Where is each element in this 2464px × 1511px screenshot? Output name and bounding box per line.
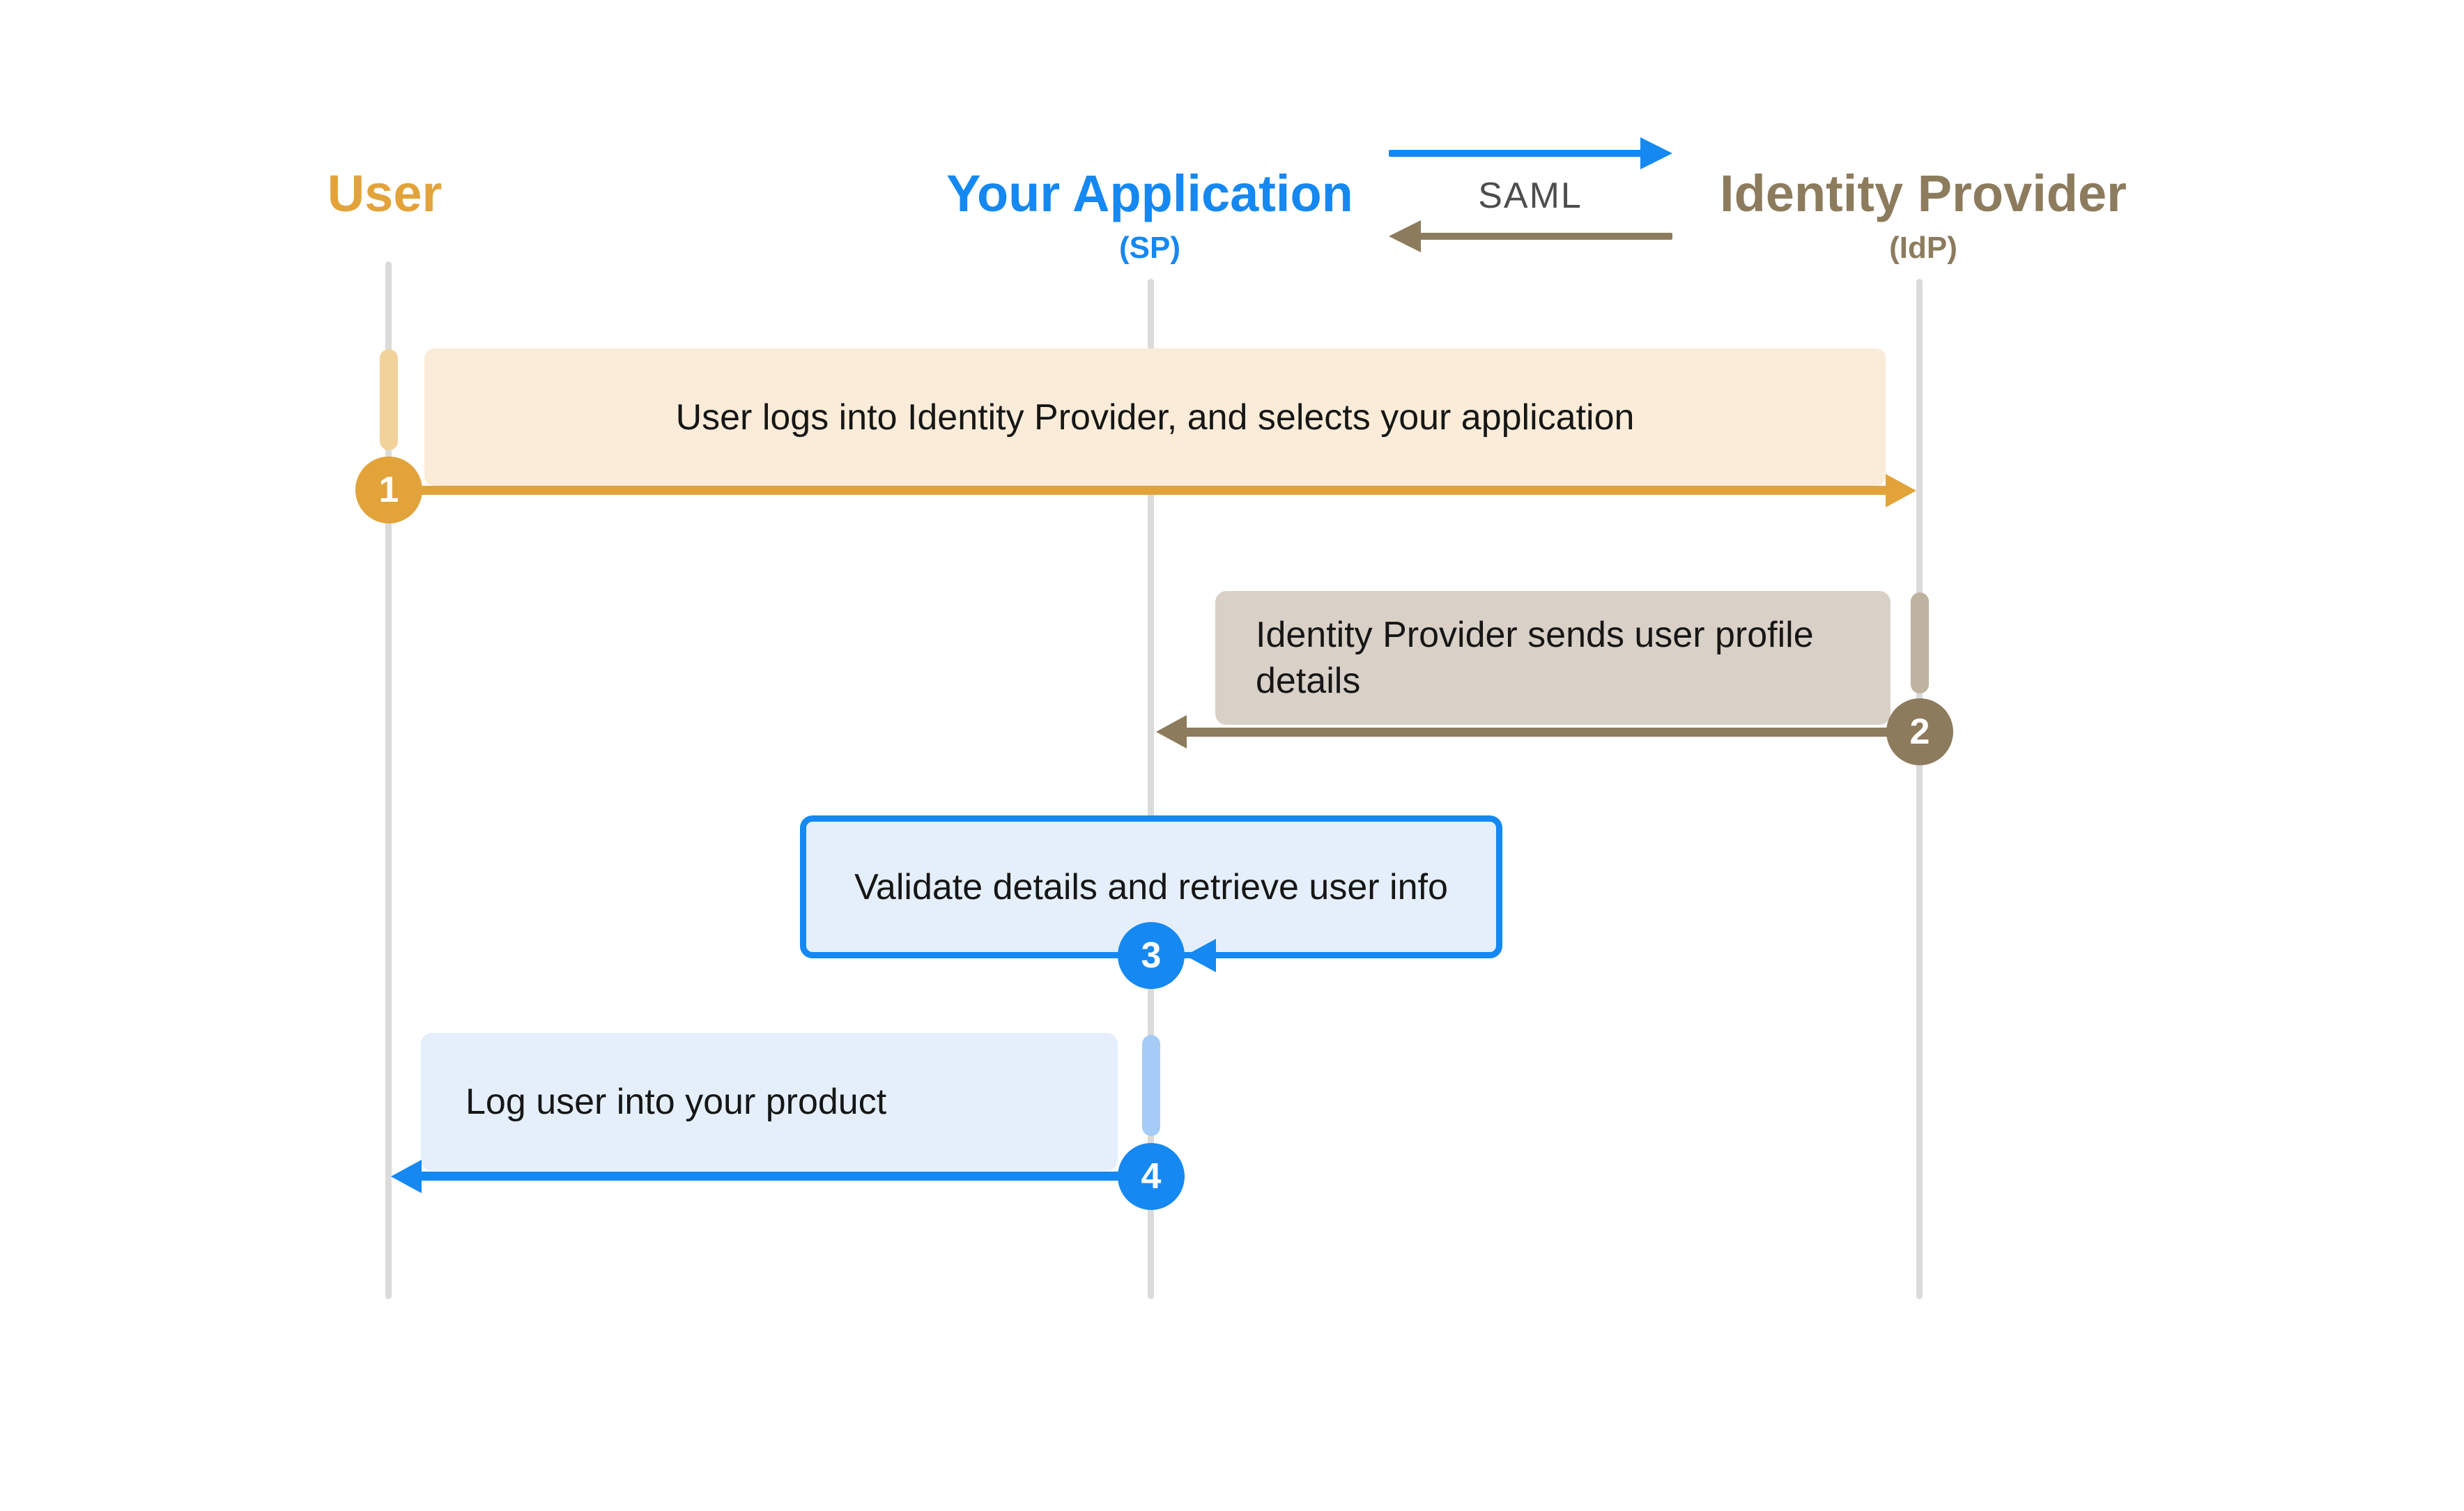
step-2-arrowhead-icon (1156, 715, 1187, 749)
step-1-badge: 1 (355, 457, 422, 523)
step-3-message-text: Validate details and retrieve user info (854, 866, 1448, 907)
actor-subtitle-application: (SP) (1119, 231, 1180, 265)
step-3-arrowhead-icon (1185, 939, 1216, 972)
step-1-arrow-line (404, 486, 1886, 495)
saml-arrow-right-head-icon (1640, 137, 1672, 169)
step-3-badge: 3 (1118, 922, 1185, 989)
saml-arrow-right-line (1389, 150, 1642, 157)
lifeline-application (1148, 279, 1154, 1299)
step-4-arrowhead-icon (391, 1160, 422, 1193)
step-2-arrow-line (1185, 728, 1902, 737)
step-2-message-text: Identity Provider sends user profile det… (1256, 615, 1814, 701)
activation-bar-user (380, 349, 398, 450)
step-2-badge: 2 (1886, 698, 1953, 765)
activation-bar-identity-provider (1911, 592, 1929, 693)
activation-bar-application (1142, 1035, 1160, 1136)
actor-title-identity-provider: Identity Provider (1720, 164, 2127, 222)
saml-arrow-left-line (1419, 233, 1672, 240)
saml-label: SAML (1478, 176, 1583, 216)
step-4-message-box: Log user into your product (421, 1033, 1118, 1171)
actor-subtitle-identity-provider: (IdP) (1889, 231, 1957, 265)
step-1-arrowhead-icon (1886, 474, 1916, 507)
step-1-message-text: User logs into Identity Provider, and se… (675, 397, 1635, 438)
step-2-message-box: Identity Provider sends user profile det… (1215, 591, 1891, 725)
step-4-arrow-line (419, 1172, 1150, 1181)
saml-arrow-left-head-icon (1389, 220, 1421, 252)
step-4-badge: 4 (1118, 1143, 1185, 1210)
step-4-message-text: Log user into your product (465, 1082, 887, 1122)
step-1-message-box: User logs into Identity Provider, and se… (424, 348, 1886, 486)
actor-title-user: User (327, 164, 442, 222)
lifeline-identity-provider (1916, 279, 1923, 1299)
actor-title-application: Your Application (946, 164, 1353, 222)
lifeline-user (385, 261, 392, 1299)
